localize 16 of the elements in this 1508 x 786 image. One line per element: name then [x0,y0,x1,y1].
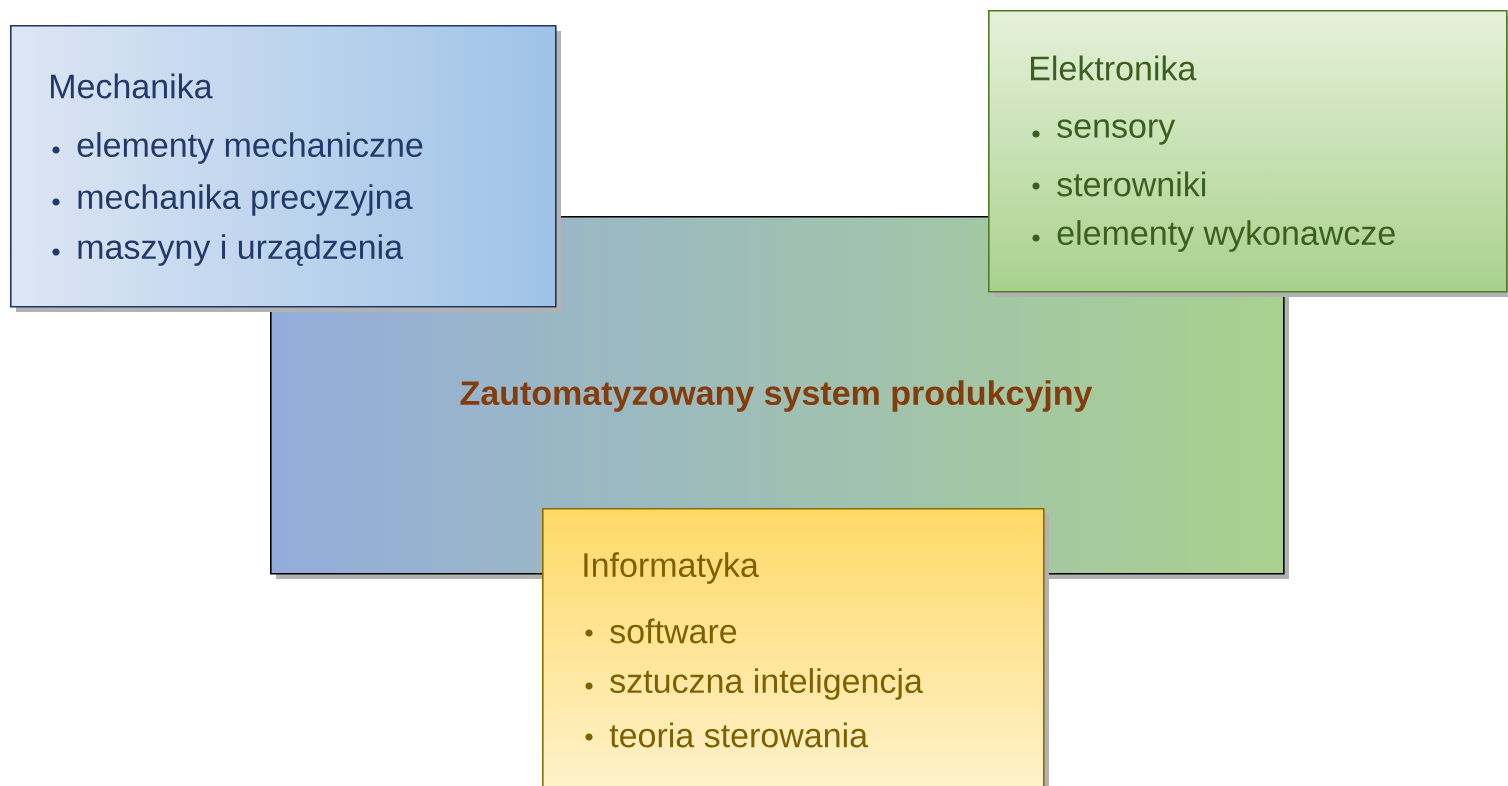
bullet-item: sztuczna inteligencja [585,668,923,700]
card [542,508,1049,786]
card-heading: Elektronika [1031,55,1197,81]
bullet-item: software [585,618,737,644]
card-heading: Mechanika [51,73,213,99]
bullet-item: elementy mechaniczne [52,132,423,164]
card [10,25,561,312]
title-text: Zautomatyzowany system produkcyjny [460,380,1093,412]
bullet-item: sensory [1032,119,1176,145]
bullet-item: maszyny i urządzenia [52,234,404,266]
bullet-item: sterowniki [1032,171,1206,197]
bullet-item: teoria sterowania [585,722,869,748]
card [988,10,1508,297]
bullet-item: elementy wykonawcze [1032,220,1395,252]
card-heading: Informatyka [584,552,759,584]
bullet-item: mechanika precyzyjna [52,184,413,216]
